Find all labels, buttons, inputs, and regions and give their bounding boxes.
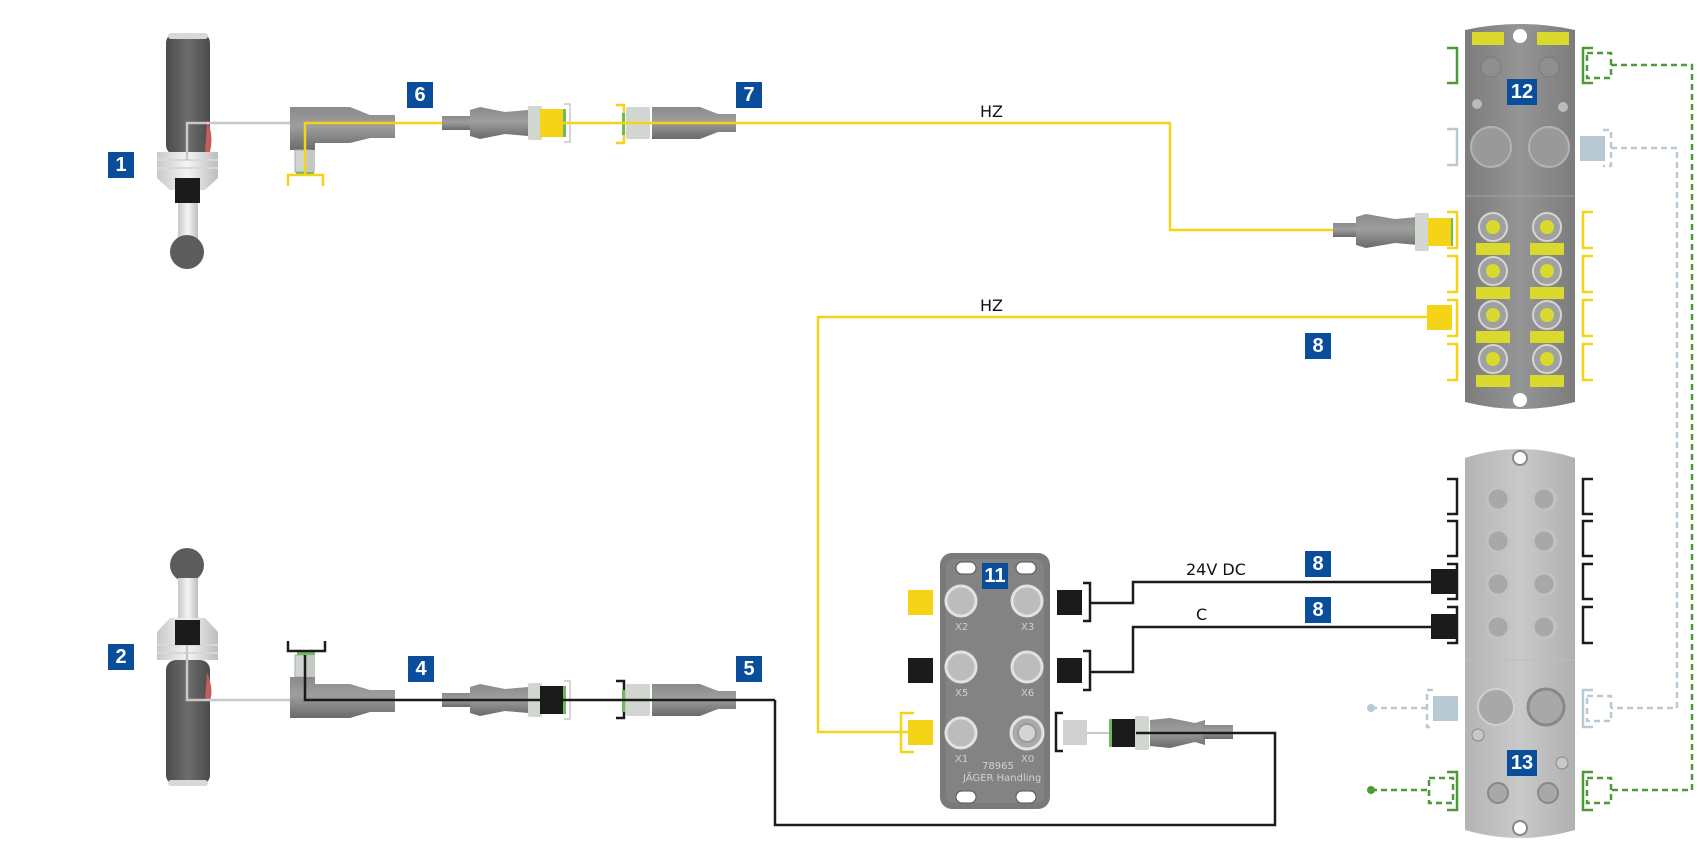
port-label-x1: X1 [955,754,969,765]
hz-wire-bottom [816,315,1427,734]
device-12-yellow-ports [1476,212,1564,387]
callout-badge-13: 13 [1507,750,1537,776]
torque-tool-1 [157,33,218,269]
device-11-x0-port [1063,720,1087,745]
device-11-x5-port [908,658,933,683]
device-13-common-port [1431,614,1456,639]
device-12-brackets [1447,46,1593,382]
device-12-port-yellow [1427,305,1452,330]
device-11-right-brackets [1054,581,1092,753]
tool-2-port-bracket [286,641,327,653]
device-13-power-port [1431,569,1456,594]
port-label-x6: X6 [1021,688,1035,699]
device-13-aux-port [1433,696,1458,721]
angled-connector-6 [290,107,395,176]
label-hz-bottom: HZ [980,296,1003,315]
dashed-links [1371,51,1694,805]
io-module-12 [1465,24,1575,409]
hz-wire-top [560,121,1420,232]
device-11-x3-port [1057,590,1082,615]
common-c-wire [1090,625,1432,674]
connector-12-input [1333,213,1453,251]
tool-1-signal-bracket [286,173,325,186]
tool-2-port [175,620,200,645]
black-wire-4 [303,655,775,702]
label-common: C [1196,605,1208,624]
device-11-x6-port [1057,658,1082,683]
callout-badge-8-hz: 8 [1305,333,1331,359]
power-24v-wire [1090,580,1432,605]
port-label-x5: X5 [955,688,969,699]
device-11-x1-signal [908,720,933,745]
callout-badge-11: 11 [982,563,1008,589]
x0-return-wire [773,700,1277,827]
callout-badge-2: 2 [108,644,134,670]
aux-terminal-dot [1367,704,1375,712]
distribution-box-11 [940,553,1050,809]
io-module-13 [1465,449,1575,838]
part-number: 78965 [982,761,1014,772]
label-hz-top: HZ [980,102,1003,121]
data-terminal-dot [1367,786,1375,794]
callout-badge-5: 5 [736,656,762,682]
label-24v-dc: 24V DC [1186,560,1246,579]
callout-badge-1: 1 [108,152,134,178]
device-11-x1-bracket [899,711,914,754]
port-label-x0: X0 [1021,754,1035,765]
callout-badge-6: 6 [407,82,433,108]
device-11-x2-signal [908,590,933,615]
port-label-x2: X2 [955,622,969,633]
tool-1-cable [185,121,310,160]
device-13-brackets [1447,477,1593,645]
torque-tool-2 [157,548,218,786]
callout-badge-8-common: 8 [1305,597,1331,623]
straight-connector-6 [442,103,571,143]
callout-badge-4: 4 [408,656,434,682]
port-label-x3: X3 [1021,622,1035,633]
device-12-aux-port [1580,136,1605,161]
tool-1-port [175,178,200,203]
callout-badge-12: 12 [1507,79,1537,105]
brand-label: JÄGER Handling [963,773,1042,784]
tool-2-cable [185,645,300,702]
callout-badge-8-power: 8 [1305,551,1331,577]
angled-connector-4 [290,651,395,718]
device-13-side-brackets [1447,688,1593,812]
callout-badge-7: 7 [736,82,762,108]
